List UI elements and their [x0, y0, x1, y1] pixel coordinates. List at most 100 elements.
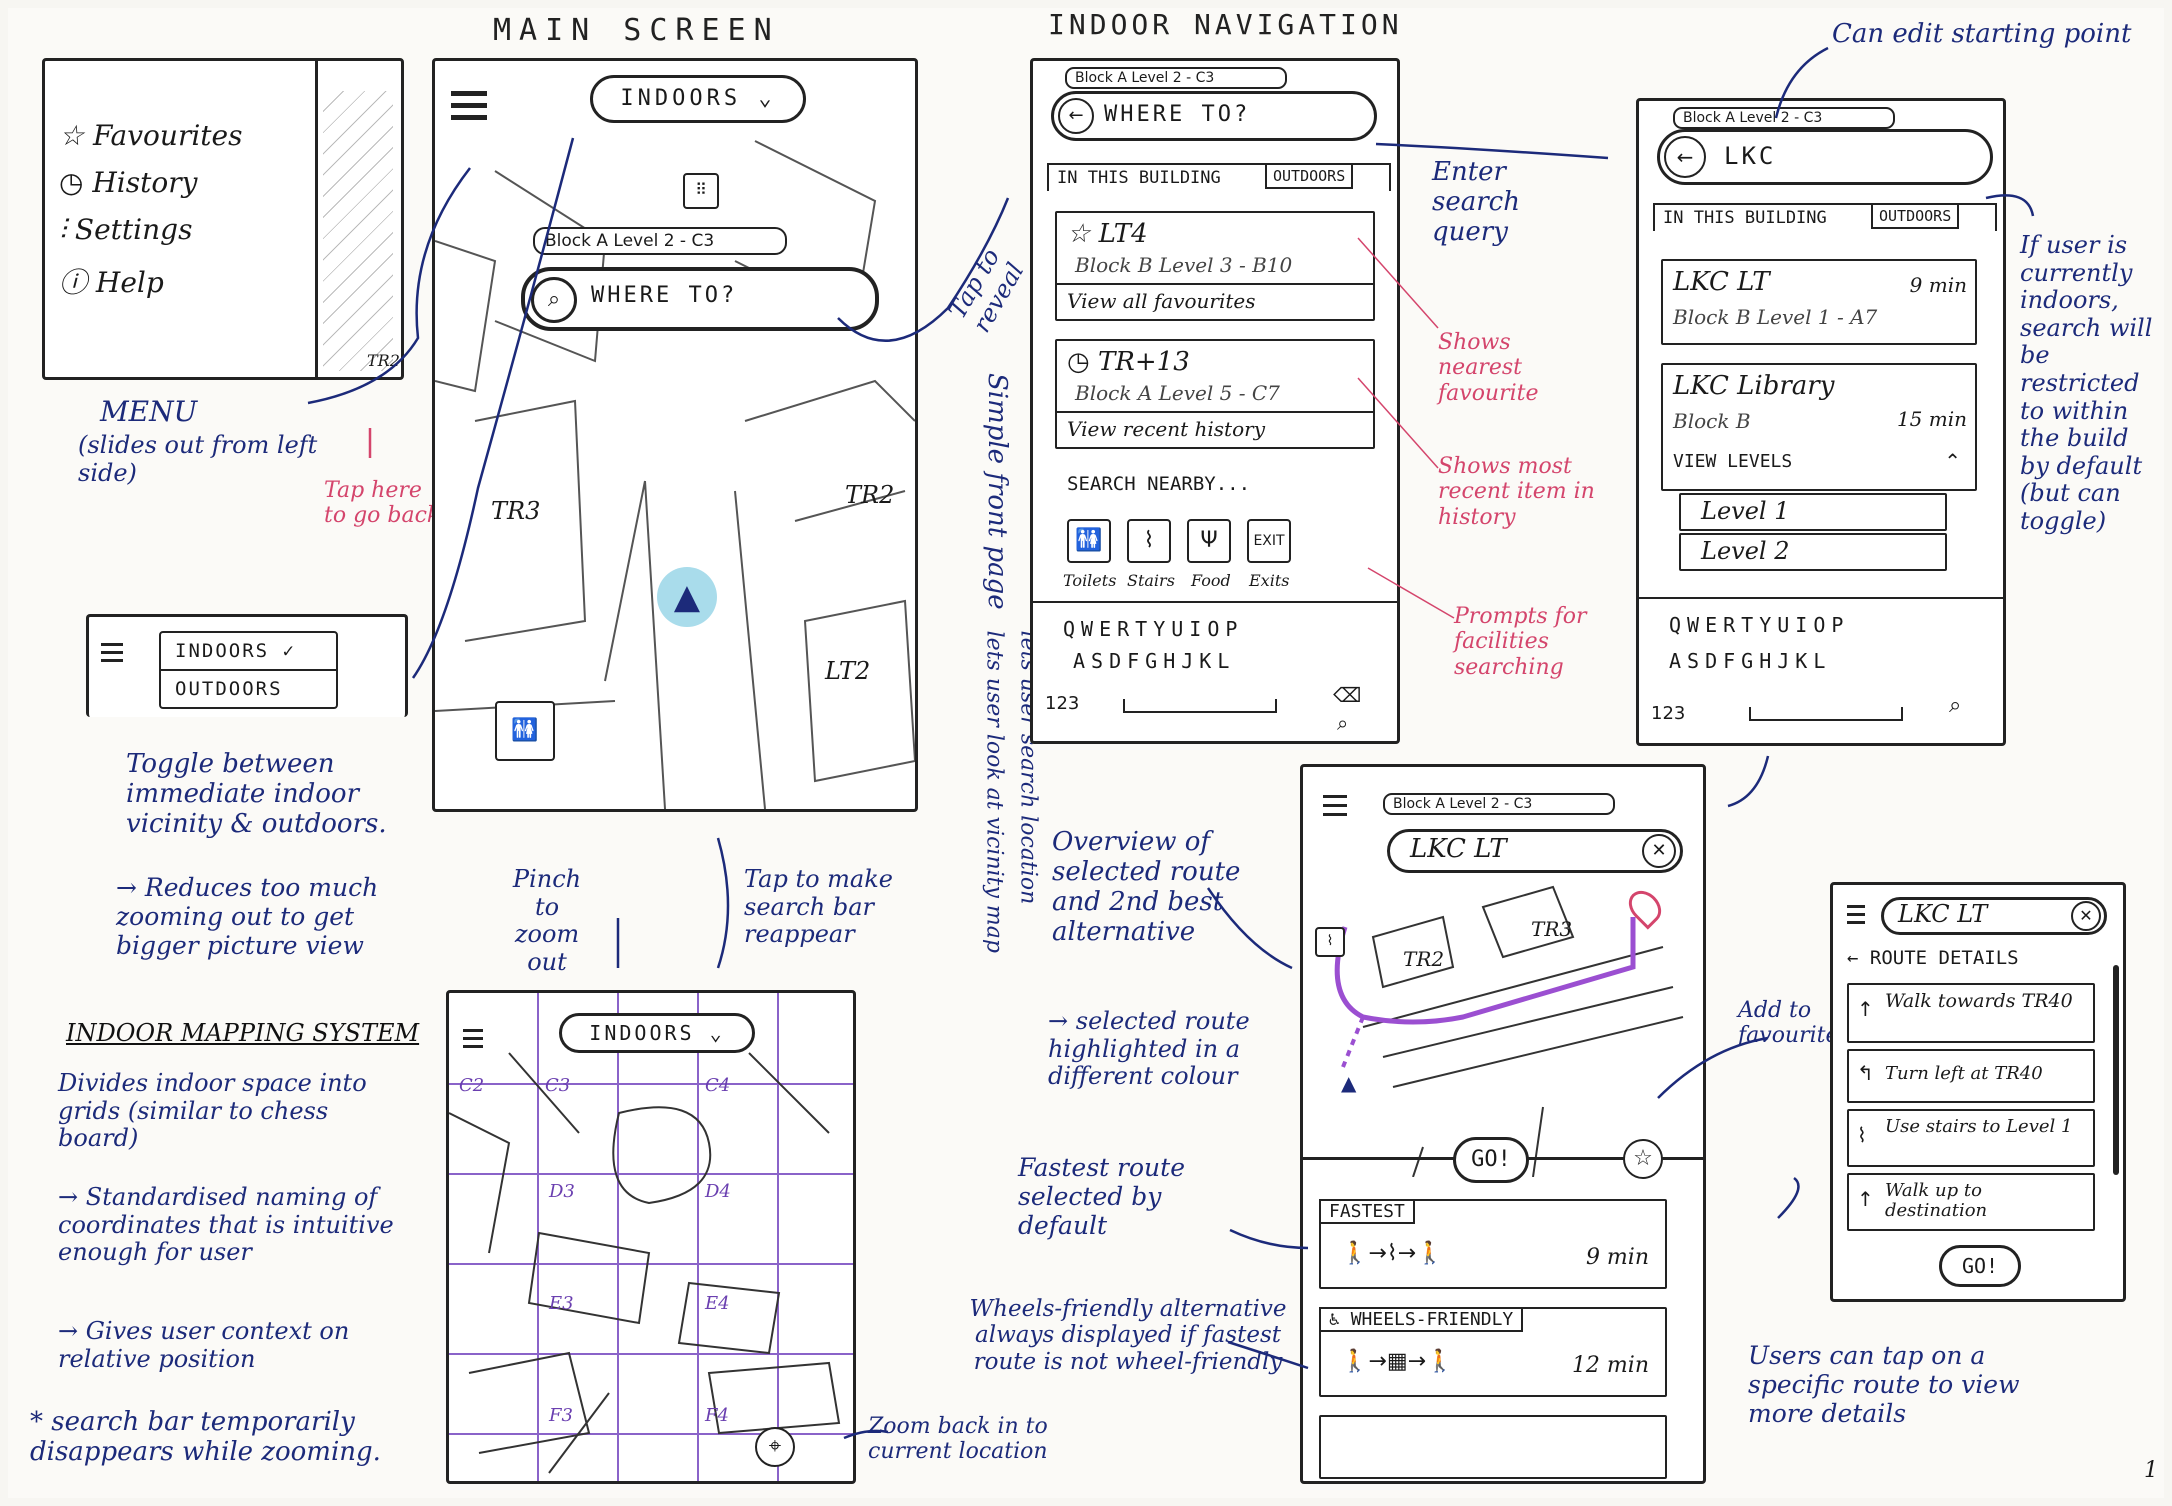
result-time: 15 min — [1896, 407, 1967, 431]
toggle-label: INDOORS — [620, 86, 742, 111]
indoors-toggle[interactable]: INDOORS ⌄ — [590, 75, 806, 123]
option-outdoors[interactable]: OUTDOORS — [175, 678, 283, 700]
search-bar[interactable]: ← LKC — [1657, 129, 1993, 185]
delete-icon[interactable]: ⌫ — [1333, 683, 1362, 707]
recenter-icon[interactable]: ⌖ — [755, 1427, 795, 1467]
menu-item-label: Favourites — [93, 119, 243, 152]
star-icon: ☆ — [59, 119, 94, 152]
close-icon[interactable]: ✕ — [2071, 901, 2101, 931]
bullet-text: Standardised naming of coordinates that … — [58, 1183, 394, 1267]
wheels-time: 12 min — [1571, 1353, 1649, 1378]
hamburger-icon[interactable] — [1847, 905, 1865, 924]
toilet-icon[interactable]: 🚻 — [495, 701, 555, 761]
tab-outdoors[interactable]: OUTDOORS — [1265, 163, 1354, 189]
result-card-2[interactable]: LKC Library 15 min Block B VIEW LEVELS ⌃ — [1661, 363, 1977, 491]
route-details-header[interactable]: ← ROUTE DETAILS — [1847, 947, 2019, 969]
route-step-4[interactable]: ↑Walk up to destination — [1847, 1173, 2095, 1231]
route-step-1[interactable]: ↑Walk towards TR40 — [1847, 983, 2095, 1043]
location-chip[interactable]: Block A Level 2 - C3 — [1673, 107, 1895, 129]
route-details-title: ROUTE DETAILS — [1869, 947, 2019, 969]
tab-in-building[interactable]: IN THIS BUILDING — [1663, 208, 1827, 228]
view-recent-history-link[interactable]: View recent history — [1057, 411, 1373, 445]
keyboard-row-2[interactable]: ASDFGHJKL — [1073, 649, 1236, 673]
keyboard-row-1[interactable]: QWERTYUIOP — [1669, 613, 1850, 637]
menu-item-history[interactable]: ◷ History — [59, 166, 242, 199]
search-nearby-title: SEARCH NEARBY... — [1067, 473, 1251, 495]
keyboard-num-key[interactable]: 123 — [1651, 703, 1686, 724]
sliders-icon: ⫶ — [59, 213, 75, 246]
result-time: 9 min — [1909, 273, 1967, 297]
route-map-sketch — [1334, 885, 1684, 1177]
tap-back-note: Tap here to go back — [324, 478, 441, 529]
view-levels-text: VIEW LEVELS — [1673, 451, 1793, 472]
location-chip[interactable]: Block A Level 2 - C3 — [1065, 67, 1287, 89]
search-bar[interactable]: ← WHERE TO? — [1051, 91, 1377, 141]
level-option-1[interactable]: Level 1 — [1679, 493, 1947, 531]
view-all-favourites-link[interactable]: View all favourites — [1057, 283, 1373, 317]
step-text: Walk up to destination — [1885, 1180, 1988, 1221]
clock-icon: ◷ — [1067, 347, 1098, 377]
fastest-route-card[interactable]: FASTEST 🚶→⌇→🚶 9 min — [1319, 1199, 1667, 1289]
search-placeholder: WHERE TO? — [591, 283, 738, 308]
keyboard-row-2[interactable]: ASDFGHJKL — [1669, 649, 1832, 673]
menu-item-favourites[interactable]: ☆ Favourites — [59, 119, 242, 152]
favourite-sub: Block B Level 3 - B10 — [1075, 253, 1293, 277]
note-facilities: Prompts for facilities searching — [1454, 604, 1587, 680]
route-steps-icon: 🚶→⌇→🚶 — [1341, 1241, 1444, 1266]
step-text: Walk towards TR40 — [1885, 990, 2073, 1012]
toggle-label: INDOORS — [589, 1021, 695, 1045]
food-icon[interactable]: Ψ — [1187, 519, 1231, 563]
recent-card[interactable]: ◷ TR+13 Block A Level 5 - C7 View recent… — [1055, 339, 1375, 449]
tab-in-building[interactable]: IN THIS BUILDING — [1057, 168, 1221, 188]
wheels-label-text: WHEELS-FRIENDLY — [1350, 1309, 1514, 1330]
stairs-icon[interactable]: ⌇ — [1127, 519, 1171, 563]
keyboard-num-key[interactable]: 123 — [1045, 693, 1080, 714]
search-icon[interactable]: ⌕ — [1337, 711, 1349, 735]
nearby-label-food: Food — [1191, 571, 1231, 590]
close-icon[interactable]: ✕ — [1642, 834, 1676, 868]
grid-label-d3: D3 — [549, 1181, 575, 1202]
grid-label-c3: C3 — [545, 1075, 571, 1096]
hamburger-icon[interactable] — [1323, 795, 1347, 816]
go-button[interactable]: GO! — [1939, 1245, 2021, 1287]
wheels-route-card[interactable]: ♿ WHEELS-FRIENDLY 🚶→▦→🚶 12 min — [1319, 1307, 1667, 1397]
exit-icon[interactable]: EXIT — [1247, 519, 1291, 563]
more-route-card[interactable] — [1319, 1415, 1667, 1479]
star-icon[interactable]: ☆ — [1623, 1139, 1663, 1179]
option-indoors[interactable]: INDOORS ✓ — [161, 633, 336, 671]
route-step-2[interactable]: ↰Turn left at TR40 — [1847, 1049, 2095, 1103]
menu-item-settings[interactable]: ⫶ Settings — [59, 213, 242, 247]
result-card-1[interactable]: LKC LT 9 min Block B Level 1 - A7 — [1661, 259, 1977, 345]
search-icon[interactable]: ⌕ — [1949, 693, 1962, 718]
view-levels-link[interactable]: VIEW LEVELS — [1673, 451, 1792, 472]
location-chip[interactable]: Block A Level 2 - C3 — [533, 227, 787, 255]
chevron-up-icon[interactable]: ⌃ — [1944, 449, 1961, 473]
level-option-2[interactable]: Level 2 — [1679, 533, 1947, 571]
menu-map-label: TR2 — [367, 351, 400, 370]
menu-item-help[interactable]: ⓘ Help — [59, 261, 242, 301]
route-step-3[interactable]: ⌇Use stairs to Level 1 — [1847, 1109, 2095, 1167]
hamburger-icon[interactable] — [463, 1029, 483, 1048]
search-text: LKC LT — [1410, 834, 1507, 864]
search-bar[interactable]: LKC LT ✕ — [1387, 829, 1683, 873]
search-bar[interactable]: LKC LT ✕ — [1881, 897, 2107, 935]
keyboard-space-key[interactable] — [1749, 707, 1903, 721]
step-text: Use stairs to Level 1 — [1885, 1116, 2073, 1137]
keyboard-row-1[interactable]: QWERTYUIOP — [1063, 617, 1244, 641]
indoors-toggle[interactable]: INDOORS ⌄ — [559, 1013, 755, 1053]
sketch-sheet: MAIN SCREEN INDOOR NAVIGATION TR2 ☆ Favo… — [8, 8, 2164, 1498]
toilet-icon[interactable]: 🚻 — [1067, 519, 1111, 563]
result-sub: Block B Level 1 - A7 — [1673, 305, 1878, 329]
keyboard-space-key[interactable] — [1123, 699, 1277, 713]
search-bar[interactable]: ⌕ WHERE TO? — [521, 267, 879, 331]
go-button[interactable]: GO! — [1453, 1137, 1529, 1183]
favourite-card[interactable]: ☆ LT4 Block B Level 3 - B10 View all fav… — [1055, 211, 1375, 321]
hamburger-icon[interactable] — [451, 91, 487, 120]
tab-outdoors[interactable]: OUTDOORS — [1871, 203, 1960, 229]
location-chip[interactable]: Block A Level 2 - C3 — [1383, 793, 1615, 815]
scrollbar[interactable] — [2113, 965, 2119, 1175]
back-arrow-icon[interactable]: ← — [1058, 98, 1094, 134]
hamburger-icon[interactable] — [101, 643, 123, 662]
route-steps-icon: 🚶→▦→🚶 — [1341, 1349, 1454, 1374]
back-arrow-icon[interactable]: ← — [1664, 136, 1706, 178]
